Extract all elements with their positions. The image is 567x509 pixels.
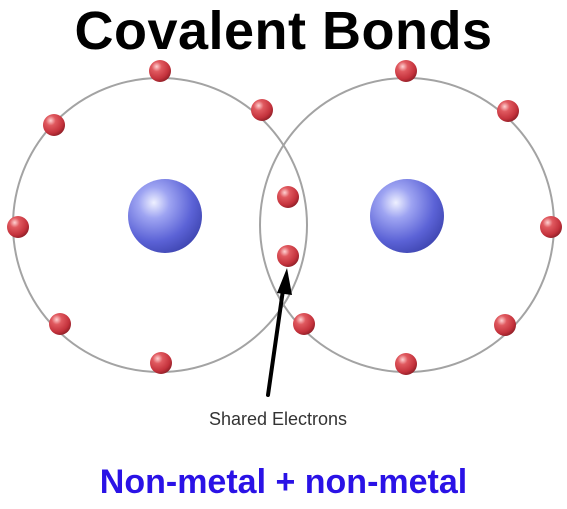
left-atom-nucleus (128, 179, 202, 253)
diagram-subtitle: Non-metal + non-metal (99, 463, 468, 501)
electron (395, 60, 417, 82)
electron (43, 114, 65, 136)
electron (497, 100, 519, 122)
electron (149, 60, 171, 82)
shared-electrons-label: Shared Electrons (209, 409, 347, 429)
electron (251, 99, 273, 121)
diagram-title: Covalent Bonds (74, 1, 493, 61)
electron (540, 216, 562, 238)
electron (150, 352, 172, 374)
shared-electrons-arrow (266, 268, 292, 397)
electron (49, 313, 71, 335)
shared-electrons (277, 186, 299, 267)
left-atom-electrons (7, 60, 273, 374)
right-atom-nucleus (370, 179, 444, 253)
electron (494, 314, 516, 336)
electron (293, 313, 315, 335)
right-atom-electrons (293, 60, 562, 375)
shared-electron (277, 186, 299, 208)
shared-electron (277, 245, 299, 267)
electron (7, 216, 29, 238)
electron (395, 353, 417, 375)
